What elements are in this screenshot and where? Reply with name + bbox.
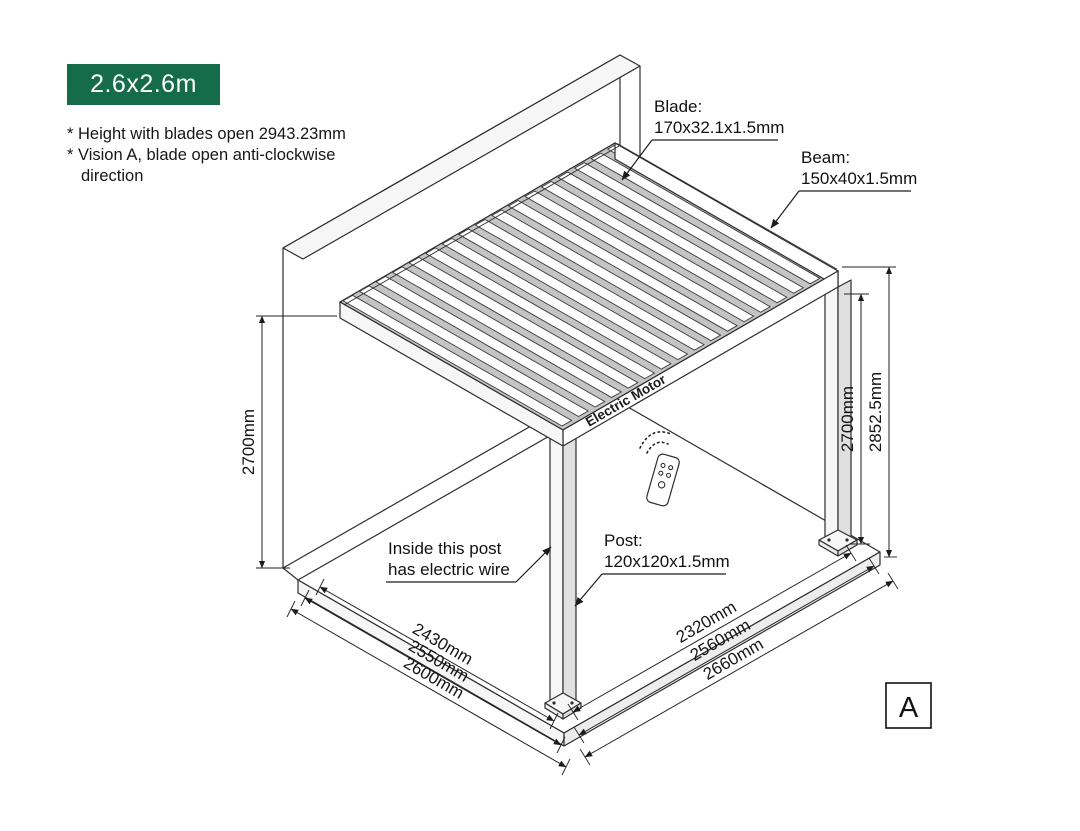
wall-base-edge	[282, 567, 299, 581]
remote-button	[658, 470, 664, 476]
roof-blade	[342, 294, 573, 427]
callout-post: Post: 120x120x1.5mm	[574, 531, 730, 607]
roof-blade	[391, 266, 623, 399]
beam-title: Beam:	[801, 148, 850, 167]
callout-electric-wire: Inside this post has electric wire	[386, 539, 552, 583]
roof-blade	[590, 152, 821, 285]
roof-beam-left	[339, 301, 564, 447]
wire-note-line2: has electric wire	[388, 560, 510, 579]
roof-blade	[507, 199, 739, 332]
leader-line	[515, 546, 552, 583]
remote-button	[657, 481, 666, 489]
leader-line	[574, 573, 603, 607]
front-post-right-face	[562, 436, 577, 711]
dim-line	[584, 580, 894, 758]
blade-spec: 170x32.1x1.5mm	[654, 118, 784, 137]
roof-back-rail	[343, 145, 620, 306]
notes-block: * Height with blades open 2943.23mm * Vi…	[67, 124, 346, 187]
dimensions: 2700mm 2700mm 2852.5mm 2430mm	[239, 266, 899, 776]
roof-blade	[491, 209, 722, 342]
front-post-left-face	[549, 436, 564, 711]
remote-button	[665, 472, 671, 478]
dim-label-left-height: 2700mm	[239, 409, 258, 475]
dim-left-height: 2700mm	[239, 315, 337, 569]
post-title: Post:	[604, 531, 643, 550]
roof-blade	[474, 218, 705, 351]
bolt	[827, 538, 831, 542]
right-post	[818, 279, 858, 557]
remote-button	[668, 465, 674, 471]
roof-blade	[524, 190, 755, 323]
roof-blade	[441, 237, 672, 370]
roof-blade	[408, 256, 639, 389]
roof: Electric Motor	[338, 142, 840, 447]
front-post	[544, 436, 582, 720]
note-vision: * Vision A, blade open anti-clockwise	[67, 146, 336, 164]
bolt	[570, 701, 574, 705]
callout-blade: Blade: 170x32.1x1.5mm	[621, 97, 784, 181]
note-vision-continued: direction	[81, 167, 144, 185]
dim-label-overall-height: 2852.5mm	[866, 372, 885, 452]
leader-line	[770, 190, 800, 229]
roof-blade	[424, 247, 656, 380]
roof-blade	[457, 228, 689, 361]
wire-note-line1: Inside this post	[388, 539, 502, 558]
leader-line	[621, 139, 653, 181]
dim-right-height: 2700mm	[838, 293, 870, 545]
right-post-left-face	[824, 279, 839, 547]
roof-blade	[375, 275, 606, 408]
view-letter: A	[899, 692, 919, 724]
callouts: Blade: 170x32.1x1.5mm Beam: 150x40x1.5mm…	[386, 97, 917, 607]
view-label-box: A	[885, 682, 932, 729]
dim-label-right-height: 2700mm	[838, 386, 857, 452]
size-badge: 2.6x2.6m	[67, 64, 220, 105]
bolt	[845, 538, 849, 542]
note-height: * Height with blades open 2943.23mm	[67, 125, 346, 143]
dim-line	[290, 608, 567, 768]
roof-blade	[358, 285, 590, 418]
callout-beam: Beam: 150x40x1.5mm	[770, 148, 917, 229]
roof-blade	[540, 181, 772, 313]
remote-control-icon	[639, 431, 680, 507]
roof-blade	[557, 171, 788, 304]
blade-title: Blade:	[654, 97, 702, 116]
bolt	[552, 701, 556, 705]
remote-button	[660, 462, 666, 468]
remote-body	[646, 453, 680, 507]
beam-spec: 150x40x1.5mm	[801, 169, 917, 188]
post-spec: 120x120x1.5mm	[604, 552, 730, 571]
signal-wave-outer	[639, 431, 672, 449]
dim-overall-height: 2852.5mm	[842, 266, 897, 558]
roof-blades	[342, 143, 838, 427]
view-box-frame	[885, 682, 932, 729]
roof-blade	[573, 162, 805, 294]
